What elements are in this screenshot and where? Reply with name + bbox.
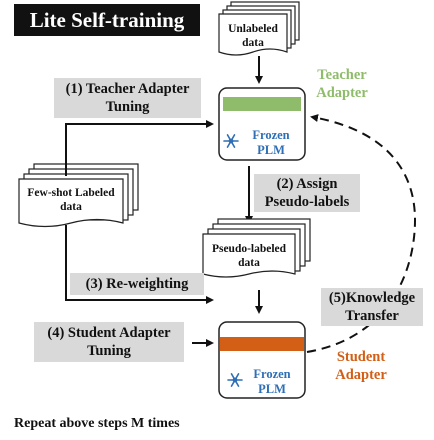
arrow-few-shot-to-student: [65, 225, 214, 304]
student-model-box: [218, 321, 306, 399]
unlabeled-data-label: Unlabeled data: [228, 23, 278, 49]
snowflake-icon: [227, 373, 243, 387]
step-teacher-tuning: (1) Teacher Adapter Tuning: [54, 78, 201, 118]
teacher-frozen-plm: Frozen PLM: [252, 128, 290, 157]
diagram-title: Lite Self-training: [14, 4, 200, 36]
snowflake-icon: [223, 134, 239, 148]
few-shot-data-label: Few-shot Labeled data: [27, 187, 115, 213]
unlabeled-data-document: [218, 1, 300, 56]
teacher-adapter-caption: Teacher Adapter: [316, 67, 368, 101]
step-reweighting: (3) Re-weighting: [70, 273, 204, 295]
pseudo-labeled-data-document: [202, 218, 311, 278]
pseudo-labeled-data-label: Pseudo-labeled data: [211, 243, 287, 269]
step-student-tuning: (4) Student Adapter Tuning: [34, 322, 184, 362]
step-assign-pseudo-labels: (2) Assign Pseudo-labels: [254, 174, 360, 212]
footer-note: Repeat above steps M times: [14, 416, 180, 431]
step-knowledge-transfer: (5)Knowledge Transfer: [321, 288, 423, 326]
arrow-knowledge-transfer: [306, 114, 417, 353]
student-frozen-plm: Frozen PLM: [253, 367, 291, 396]
teacher-model-box: [218, 87, 306, 161]
teacher-adapter-bar: [223, 97, 301, 111]
few-shot-data-document: [18, 163, 139, 228]
arrow-few-shot-to-teacher: [65, 120, 214, 176]
student-adapter-bar: [220, 337, 304, 351]
student-adapter-caption: Student Adapter: [335, 349, 387, 383]
